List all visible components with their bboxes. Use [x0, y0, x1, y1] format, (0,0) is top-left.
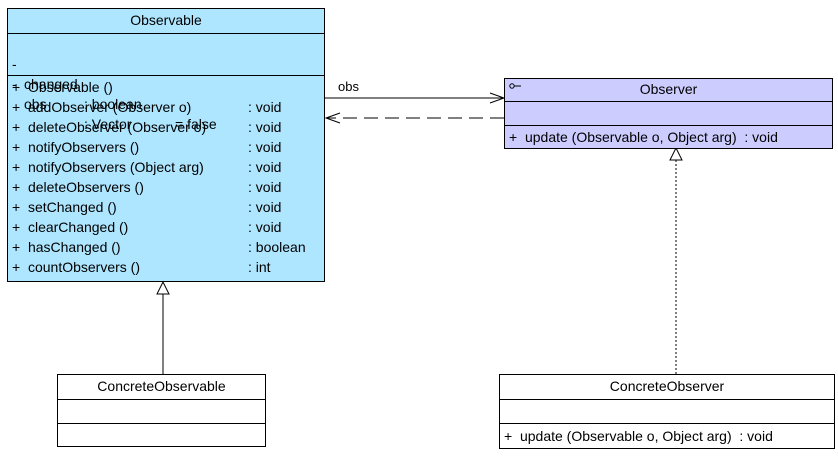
method-row: + update (Observable o, Object arg) : vo… [509, 129, 778, 145]
attribute-row: - obs : Vector [12, 76, 132, 132]
class-concrete-observable[interactable]: ConcreteObservable [57, 374, 266, 447]
class-concrete-observable-name: ConcreteObservable [97, 378, 226, 394]
class-concrete-observable-attributes [58, 399, 265, 423]
class-observer-name: Observer [639, 81, 698, 97]
class-concrete-observable-title: ConcreteObservable [58, 375, 265, 399]
class-observable-attributes: - changed : boolean = false - obs : Vect… [8, 33, 324, 132]
class-observer-methods: + update (Observable o, Object arg) : vo… [505, 125, 832, 148]
realization-arrowhead [669, 146, 683, 161]
class-concrete-observer-name: ConcreteObserver [609, 378, 725, 394]
interface-icon [509, 83, 521, 89]
class-observer-title: Observer [505, 79, 832, 101]
dependency-arrowhead [324, 112, 341, 124]
class-observer[interactable]: Observer + update (Observable o, Object … [504, 78, 833, 149]
class-observable-methods: + Observable () + addObserver (Observer … [8, 75, 324, 281]
class-concrete-observer[interactable]: ConcreteObserver + update (Observable o,… [499, 374, 835, 449]
class-observer-attributes [505, 101, 832, 125]
class-observable-title: Observable [8, 9, 324, 33]
method-row: + update (Observable o, Object arg) : vo… [504, 428, 773, 444]
generalization-arrowhead [156, 280, 170, 295]
class-observable-name: Observable [130, 12, 202, 28]
attribute-row: - changed : boolean = false [12, 56, 217, 132]
class-concrete-observer-attributes [500, 399, 834, 423]
class-concrete-observer-title: ConcreteObserver [500, 375, 834, 399]
class-concrete-observer-methods: + update (Observable o, Object arg) : vo… [500, 423, 834, 448]
association-label: obs [338, 79, 359, 94]
class-concrete-observable-methods [58, 423, 265, 446]
class-observable[interactable]: Observable - changed : boolean = false -… [7, 8, 325, 282]
